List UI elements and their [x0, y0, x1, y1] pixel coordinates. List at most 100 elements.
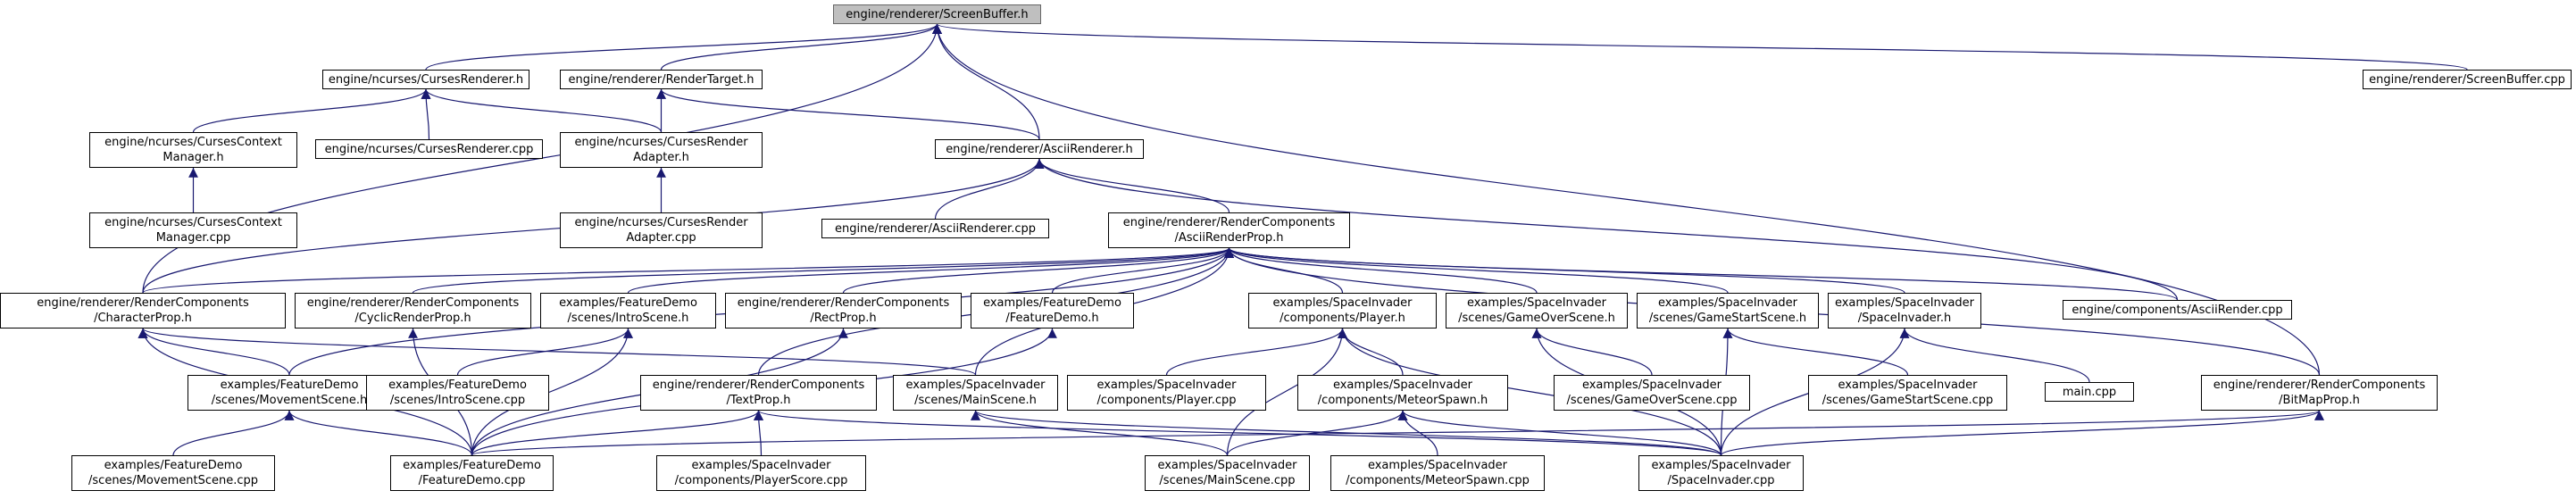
edge-movementSceneCpp-to-movementSceneH	[172, 410, 295, 456]
node-label-line: engine/renderer/RenderComponents	[306, 296, 520, 310]
node-label-line: /AsciiRenderProp.h	[1174, 231, 1284, 245]
edge-spaceInvaderCpp-to-bitMapProp	[1720, 410, 2324, 456]
node-curses-renderer[interactable]: engine/ncurses/CursesRenderer.h	[322, 70, 529, 89]
node-label-line: engine/renderer/ScreenBuffer.h	[846, 7, 1029, 21]
node-main-scene-h[interactable]: examples/SpaceInvader/scenes/MainScene.h	[893, 375, 1058, 411]
node-label-line: engine/ncurses/CursesRenderer.h	[328, 72, 524, 87]
node-label-line: engine/components/AsciiRender.cpp	[2072, 303, 2283, 317]
node-ascii-renderer[interactable]: engine/renderer/AsciiRenderer.h	[935, 139, 1144, 159]
node-label-line: examples/FeatureDemo	[104, 459, 243, 472]
edge-featureDemoCpp-to-introSceneH	[471, 328, 633, 456]
node-game-start-scene-h[interactable]: examples/SpaceInvader/scenes/GameStartSc…	[1637, 293, 1819, 329]
node-main-cpp[interactable]: main.cpp	[2045, 382, 2134, 402]
edge-introSceneH-to-asciiRenderProp	[627, 247, 1234, 294]
node-label-line: examples/SpaceInvader	[1581, 378, 1722, 392]
edge-gameOverSceneH-to-asciiRenderProp	[1224, 247, 1538, 294]
node-space-invader-h[interactable]: examples/SpaceInvader/SpaceInvader.h	[1828, 293, 1981, 329]
node-feature-demo-h[interactable]: examples/FeatureDemo/FeatureDemo.h	[971, 293, 1134, 329]
node-ascii-render-prop[interactable]: engine/renderer/RenderComponents/AsciiRe…	[1108, 212, 1350, 248]
node-meteor-spawn-cpp[interactable]: examples/SpaceInvader/components/MeteorS…	[1330, 455, 1545, 491]
node-screen-buffer-cpp[interactable]: engine/renderer/ScreenBuffer.cpp	[2363, 70, 2572, 89]
node-label-line: engine/ncurses/CursesRender	[574, 216, 748, 229]
node-label-line: examples/SpaceInvader	[905, 378, 1046, 392]
node-character-prop[interactable]: engine/renderer/RenderComponents/Charact…	[0, 293, 286, 329]
node-curses-renderer-cpp[interactable]: engine/ncurses/CursesRenderer.cpp	[315, 139, 543, 159]
edge-meteorSpawnH-to-playerH	[1338, 328, 1404, 376]
node-label-line: engine/ncurses/CursesRender	[574, 136, 748, 149]
node-label-line: /BitMapProp.h	[2279, 394, 2360, 407]
node-label-line: /components/Player.cpp	[1096, 394, 1237, 407]
edge-featureDemoCpp-to-textProp	[471, 410, 763, 456]
node-player-h[interactable]: examples/SpaceInvader/components/Player.…	[1248, 293, 1437, 329]
node-meteor-spawn-h[interactable]: examples/SpaceInvader/components/MeteorS…	[1297, 375, 1508, 411]
node-player-score-cpp[interactable]: examples/SpaceInvader/components/PlayerS…	[656, 455, 866, 491]
edge-gameStartSceneH-to-asciiRenderProp	[1224, 247, 1729, 294]
node-intro-scene-h[interactable]: examples/FeatureDemo/scenes/IntroScene.h	[540, 293, 716, 329]
node-label-line: Adapter.h	[633, 151, 689, 164]
node-label-line: examples/FeatureDemo	[220, 378, 359, 392]
node-rect-prop[interactable]: engine/renderer/RenderComponents/RectPro…	[725, 293, 962, 329]
edge-cursesCtxMgr-to-cursesRenderer	[192, 88, 431, 133]
node-label-line: /SpaceInvader.cpp	[1667, 474, 1775, 487]
edge-renderTarget-to-root	[660, 23, 942, 71]
edge-rectProp-to-asciiRenderProp	[842, 247, 1234, 294]
edge-featureDemoCpp-to-movementSceneH	[284, 410, 473, 456]
node-label-line: examples/FeatureDemo	[559, 296, 697, 310]
node-space-invader-cpp[interactable]: examples/SpaceInvader/SpaceInvader.cpp	[1638, 455, 1804, 491]
node-game-over-scene-h[interactable]: examples/SpaceInvader/scenes/GameOverSce…	[1446, 293, 1628, 329]
node-game-over-scene-cpp[interactable]: examples/SpaceInvader/scenes/GameOverSce…	[1554, 375, 1750, 411]
node-cyclic-render-prop[interactable]: engine/renderer/RenderComponents/CyclicR…	[295, 293, 531, 329]
node-label-line: engine/renderer/RenderComponents	[737, 296, 950, 310]
node-label-line: examples/SpaceInvader	[1834, 296, 1975, 310]
edge-characterProp-to-asciiRenderProp	[142, 247, 1234, 294]
node-label-line: /scenes/MovementScene.h	[211, 394, 368, 407]
node-label-line: /scenes/GameOverScene.h	[1458, 312, 1615, 325]
node-label-line: /scenes/GameStartScene.cpp	[1822, 394, 1994, 407]
edge-spaceInvaderCpp-to-textProp	[754, 410, 1722, 456]
edge-screenBufferCpp-to-root	[932, 23, 2468, 71]
node-label-line: examples/SpaceInvader	[1157, 459, 1297, 472]
edge-cursesRendererCpp-to-cursesRenderer	[421, 88, 431, 140]
node-label-line: engine/renderer/AsciiRenderer.h	[946, 142, 1133, 156]
node-text-prop[interactable]: engine/renderer/RenderComponents/TextPro…	[640, 375, 877, 411]
node-movement-scene-cpp[interactable]: examples/FeatureDemo/scenes/MovementScen…	[71, 455, 275, 491]
node-label-line: examples/FeatureDemo	[983, 296, 1121, 310]
node-movement-scene-h[interactable]: examples/FeatureDemo/scenes/MovementScen…	[188, 375, 391, 411]
node-intro-scene-cpp[interactable]: examples/FeatureDemo/scenes/IntroScene.c…	[366, 375, 549, 411]
node-label-line: Adapter.cpp	[626, 231, 696, 245]
node-label-line: /scenes/GameStartScene.h	[1648, 312, 1807, 325]
node-ascii-renderer-cpp[interactable]: engine/renderer/AsciiRenderer.cpp	[821, 219, 1049, 238]
edge-introSceneCpp-to-introSceneH	[456, 328, 633, 376]
node-label-line: /scenes/IntroScene.h	[567, 312, 689, 325]
node-label-line: examples/SpaceInvader	[1367, 459, 1508, 472]
edge-bitMapProp-to-root	[932, 23, 2321, 376]
edge-featureDemoH-to-asciiRenderProp	[1051, 247, 1234, 294]
edge-playerScoreCpp-to-textProp	[754, 410, 763, 456]
edge-movementSceneH-to-characterProp	[138, 328, 290, 376]
node-feature-demo-cpp[interactable]: examples/FeatureDemo/FeatureDemo.cpp	[390, 455, 554, 491]
node-label-line: /FeatureDemo.cpp	[418, 474, 526, 487]
node-game-start-scene-cpp[interactable]: examples/SpaceInvader/scenes/GameStartSc…	[1808, 375, 2007, 411]
node-root[interactable]: engine/renderer/ScreenBuffer.h	[833, 4, 1041, 24]
node-label-line: examples/SpaceInvader	[1466, 296, 1607, 310]
node-label-line: engine/renderer/AsciiRenderer.cpp	[834, 221, 1036, 236]
node-label-line: /scenes/MovementScene.cpp	[88, 474, 258, 487]
node-main-scene-cpp[interactable]: examples/SpaceInvader/scenes/MainScene.c…	[1145, 455, 1310, 491]
node-ascii-render-cpp[interactable]: engine/components/AsciiRender.cpp	[2063, 300, 2292, 320]
edge-asciiRendererCpp-to-asciiRenderer	[934, 158, 1045, 220]
node-label-line: engine/ncurses/CursesContext	[104, 216, 282, 229]
node-label-line: examples/SpaceInvader	[1651, 459, 1791, 472]
node-bit-map-prop[interactable]: engine/renderer/RenderComponents/BitMapP…	[2201, 375, 2438, 411]
node-label-line: /components/MeteorSpawn.h	[1317, 394, 1488, 407]
edge-playerCpp-to-playerH	[1165, 328, 1347, 376]
node-player-cpp[interactable]: examples/SpaceInvader/components/Player.…	[1067, 375, 1266, 411]
edge-gameOverSceneCpp-to-gameOverSceneH	[1531, 328, 1653, 376]
node-render-target[interactable]: engine/renderer/RenderTarget.h	[560, 70, 763, 89]
node-label-line: engine/renderer/RenderComponents	[1122, 216, 1336, 229]
node-label-line: engine/renderer/ScreenBuffer.cpp	[2369, 72, 2565, 87]
